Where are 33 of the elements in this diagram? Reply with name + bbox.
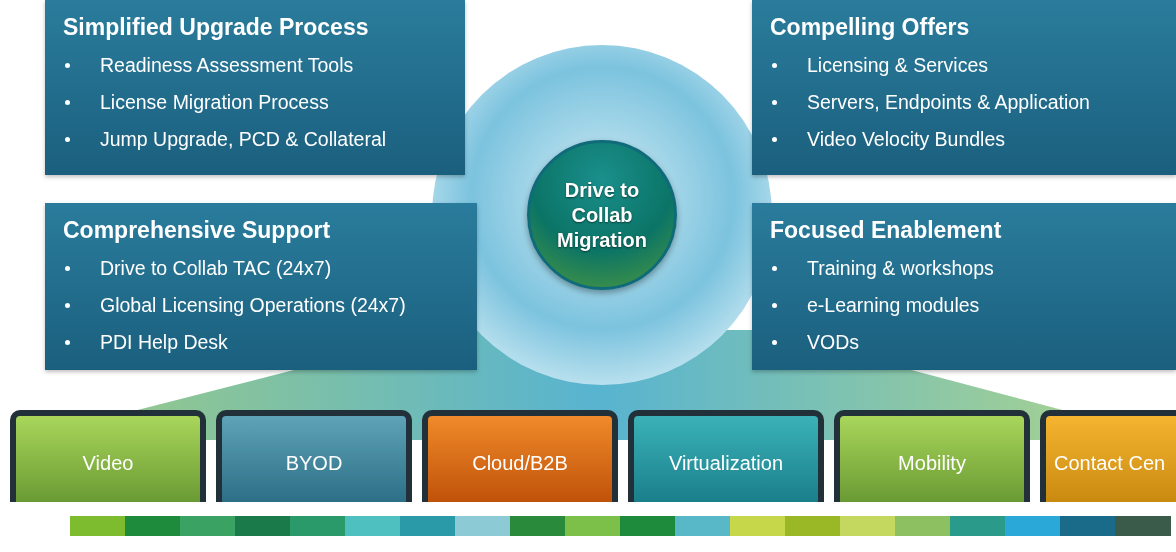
tile-label: Video — [82, 451, 134, 475]
topic-panel — [45, 203, 477, 370]
category-tile — [216, 410, 412, 502]
category-tile — [422, 410, 618, 502]
bullet-item: Licensing & Services — [807, 53, 988, 78]
bullet-item: Readiness Assessment Tools — [100, 53, 354, 78]
category-tile — [10, 410, 206, 502]
bullet-item: PDI Help Desk — [100, 330, 228, 355]
bullet-item: Training & workshops — [807, 256, 994, 281]
category-tile — [834, 410, 1030, 502]
panel-heading: Focused Enablement — [770, 217, 1003, 244]
panel-heading: Simplified Upgrade Process — [63, 14, 370, 41]
bullet-item: e-Learning modules — [807, 293, 980, 318]
panel-heading: Compelling Offers — [770, 14, 971, 41]
tile-label: Mobility — [898, 451, 966, 475]
bullet-item: Servers, Endpoints & Application — [807, 90, 1090, 115]
topic-panel — [752, 203, 1176, 370]
circle-label: Drive to Collab Migration — [556, 177, 648, 253]
tile-label: Contact Cen — [1054, 451, 1166, 475]
bullet-item: Global Licensing Operations (24x7) — [100, 293, 406, 318]
panel-heading: Comprehensive Support — [63, 217, 332, 244]
tile-label: BYOD — [285, 451, 343, 475]
bullet-item: Drive to Collab TAC (24x7) — [100, 256, 332, 281]
topic-panel — [45, 0, 465, 175]
category-tile — [1040, 410, 1176, 502]
topic-panel — [752, 0, 1176, 175]
tile-label: Cloud/B2B — [472, 451, 568, 475]
tile-label: Virtualization — [668, 451, 784, 475]
bullet-item: Video Velocity Bundles — [807, 127, 1006, 152]
bullet-item: Jump Upgrade, PCD & Collateral — [100, 127, 387, 152]
bullet-item: License Migration Process — [100, 90, 329, 115]
category-tile — [628, 410, 824, 502]
bullet-item: VODs — [807, 330, 859, 355]
